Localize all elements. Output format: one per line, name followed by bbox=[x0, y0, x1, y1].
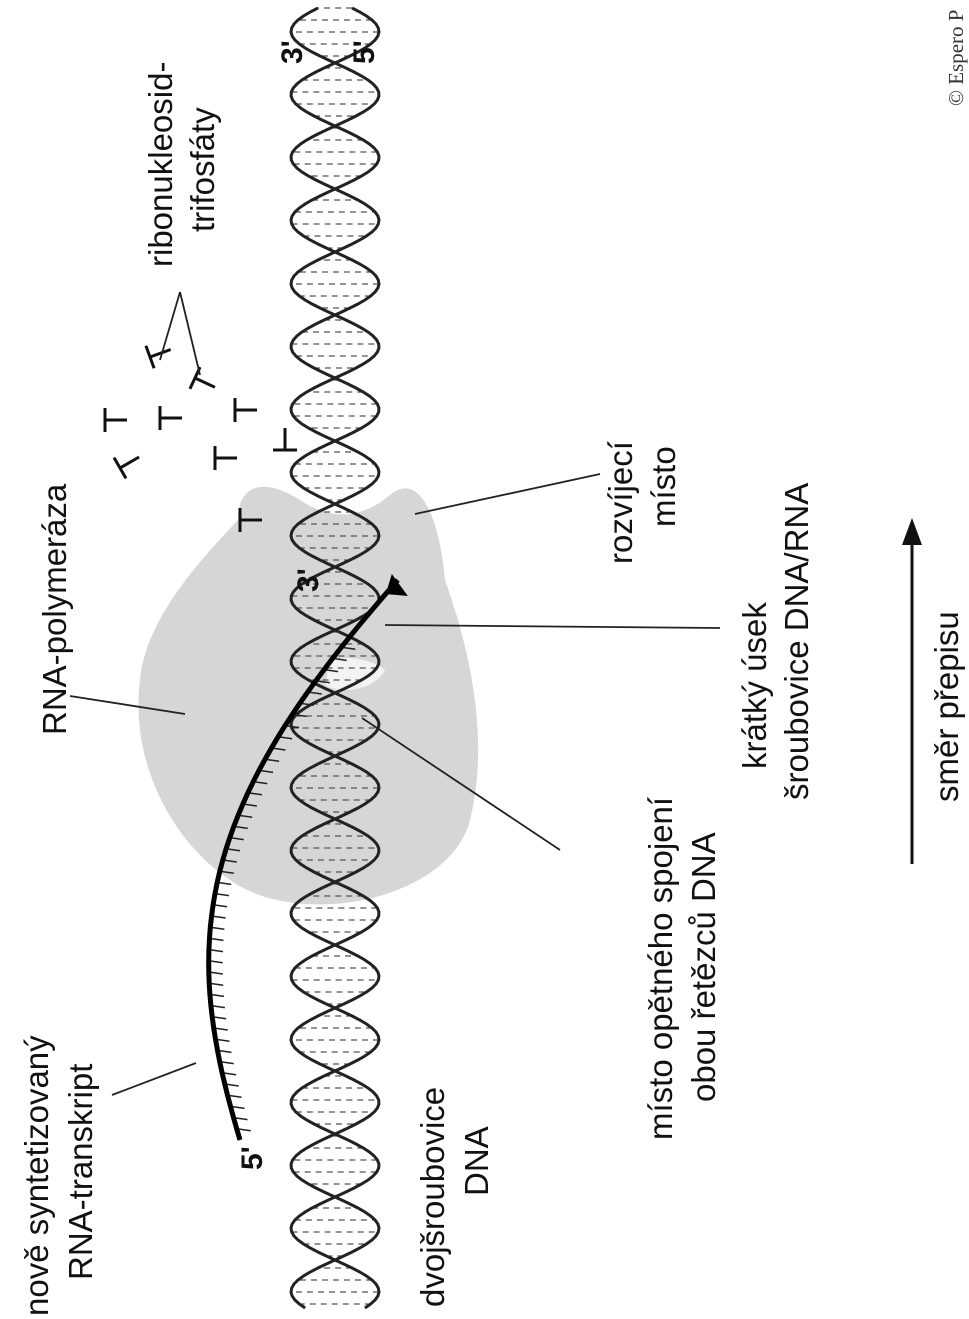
rna-polymerase-shape bbox=[138, 487, 478, 905]
label-hybrid-1: krátký úsek bbox=[736, 602, 773, 769]
ribonucleotide bbox=[190, 367, 220, 398]
label-ribonucleotides-2: trifosfáty bbox=[184, 107, 221, 232]
label-new-transcript-2: RNA-transkript bbox=[62, 1064, 99, 1280]
label-ribonucleotides-1: ribonukleosid- bbox=[142, 62, 179, 267]
ribonucleotide bbox=[105, 408, 127, 432]
ribonucleotide bbox=[146, 338, 175, 368]
copyright-notice: © Espero P bbox=[944, 10, 968, 106]
ribonucleotide bbox=[215, 446, 237, 470]
label-direction: směr přepisu bbox=[928, 611, 965, 802]
label-rejoin-2: obou řetězců DNA bbox=[685, 832, 722, 1102]
rna-end-3prime: 3' bbox=[292, 568, 325, 592]
label-double-helix-1: dvojšroubovice bbox=[414, 1087, 451, 1307]
ribonucleotide bbox=[114, 447, 145, 479]
leader-transcript bbox=[112, 1063, 196, 1095]
ribonucleotide bbox=[160, 406, 182, 430]
dna-end-3prime: 3' bbox=[276, 40, 309, 64]
label-unwinding-1: rozvíjecí bbox=[602, 441, 639, 564]
label-hybrid-2: šroubovice DNA/RNA bbox=[778, 483, 815, 800]
label-new-transcript-1: nově syntetizovaný bbox=[18, 1035, 55, 1316]
label-rna-polymerase: RNA-polymeráza bbox=[36, 483, 73, 735]
direction-arrow bbox=[902, 518, 922, 864]
dna-end-5prime: 5' bbox=[348, 40, 381, 64]
ribonucleotide bbox=[273, 428, 297, 450]
rna-end-5prime: 5' bbox=[236, 1146, 269, 1170]
label-rejoin-1: místo opětného spojení bbox=[642, 797, 679, 1140]
leader-ribonucleotides-b bbox=[180, 292, 200, 375]
label-double-helix-2: DNA bbox=[458, 1126, 495, 1196]
label-unwinding-2: místo bbox=[645, 446, 682, 527]
leader-unwinding bbox=[415, 474, 600, 514]
ribonucleotide bbox=[235, 398, 257, 422]
